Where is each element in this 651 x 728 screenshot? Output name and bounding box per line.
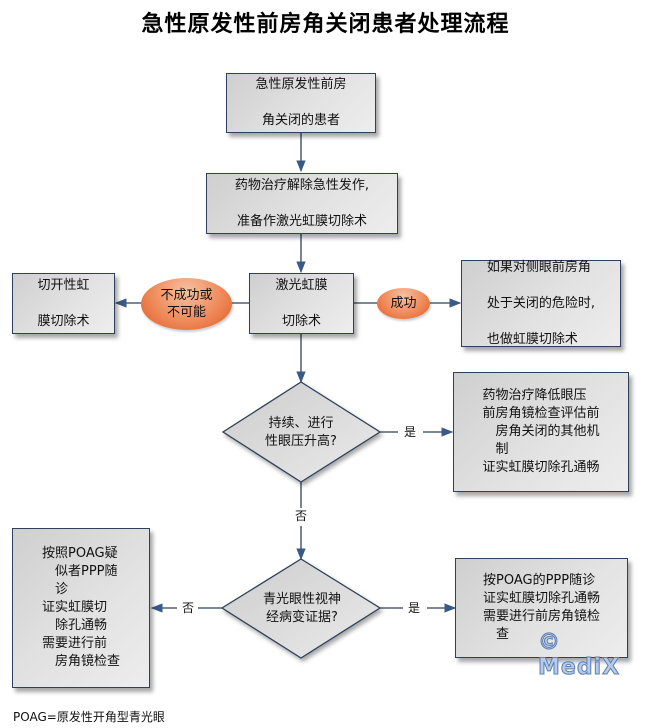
node-line: 似者PPP随: [54, 564, 118, 579]
node-line: 膜切除术: [37, 313, 90, 329]
watermark: © MediX: [538, 630, 621, 681]
node-start: 急性原发性前房 角关闭的患者: [226, 73, 376, 133]
oval-success: 成功: [377, 288, 430, 319]
diagram-title: 急性原发性前房角关闭患者处理流程: [141, 12, 510, 37]
node-line: 药物治疗解除急性发作,: [234, 177, 370, 193]
node-line: 激光虹膜: [275, 277, 328, 293]
label-iop-no: 否: [292, 509, 311, 523]
oval-fail: 不成功或 不可能: [141, 278, 232, 330]
node-line: 急性原发性前房: [255, 77, 347, 92]
label-neuropathy-yes: 是: [405, 601, 424, 615]
node-line: 如果对侧眼前房角: [486, 259, 591, 275]
node-line: 除孔通畅: [54, 618, 107, 633]
node-medication: 药物治疗解除急性发作, 准备作激光虹膜切除术: [206, 173, 398, 234]
node-line: 房角镜检查: [54, 654, 120, 669]
node-line: 切开性虹: [37, 277, 90, 293]
node-line: 按POAG的PPP随诊: [482, 573, 596, 588]
node-line: 准备作激光虹膜切除术: [236, 213, 367, 229]
node-neuropathy-no-actions: 按照POAG疑似者PPP随诊证实虹膜切除孔通畅需要进行前房角镜检查: [12, 528, 150, 688]
node-line: 角关闭的患者: [261, 113, 340, 128]
label-iop-yes: 是: [401, 425, 420, 439]
node-line: 按照POAG疑: [41, 546, 118, 561]
node-line: 处于关闭的危险时,: [486, 295, 596, 311]
node-line: 证实虹膜切除孔通畅: [482, 591, 600, 606]
decision-line: 经病变证据?: [266, 610, 338, 625]
node-iop-yes-actions: 药物治疗降低眼压前房角镜检查评估前房角关闭的其他机制证实虹膜切除孔通畅: [453, 372, 629, 492]
node-laser-iridotomy: 激光虹膜 切除术: [249, 273, 354, 334]
node-line: 查: [495, 627, 509, 642]
node-line: 证实虹膜切除孔通畅: [482, 460, 600, 475]
decision-line: 持续、进行: [268, 416, 334, 431]
footnote: POAG=原发性开角型青光眼: [13, 710, 165, 724]
node-line: 诊: [54, 582, 68, 597]
node-fellow-eye: 如果对侧眼前房角 处于关闭的危险时, 也做虹膜切除术: [461, 260, 621, 347]
node-line: 证实虹膜切: [41, 600, 107, 615]
node-surgical-iridectomy: 切开性虹 膜切除术: [12, 273, 115, 334]
node-line: 也做虹膜切除术: [486, 331, 578, 347]
node-line: 需要进行前房角镜检: [482, 609, 600, 624]
node-line: 需要进行前: [41, 636, 107, 651]
node-line: 切除术: [281, 313, 321, 329]
node-line: 前房角镜检查评估前: [482, 406, 600, 421]
decision-line: 性眼压升高?: [265, 434, 337, 449]
decision-iop-label: 持续、进行 性眼压升高?: [248, 415, 354, 451]
decision-neuropathy-label: 青光眼性视神 经病变证据?: [248, 591, 356, 627]
oval-line: 成功: [390, 296, 417, 311]
oval-line: 不可能: [166, 305, 206, 320]
decision-iop-diamond: [221, 381, 382, 483]
decision-line: 青光眼性视神: [262, 592, 341, 607]
oval-line: 不成功或: [160, 288, 213, 303]
node-line: 房角关闭的其他机: [495, 424, 600, 439]
node-neuropathy-yes-actions: 按POAG的PPP随诊证实虹膜切除孔通畅需要进行前房角镜检查: [455, 558, 628, 658]
decision-neuropathy-diamond: [220, 558, 382, 659]
node-line: 制: [495, 442, 509, 457]
node-line: 药物治疗降低眼压: [482, 388, 587, 403]
label-neuropathy-no: 否: [179, 601, 198, 615]
